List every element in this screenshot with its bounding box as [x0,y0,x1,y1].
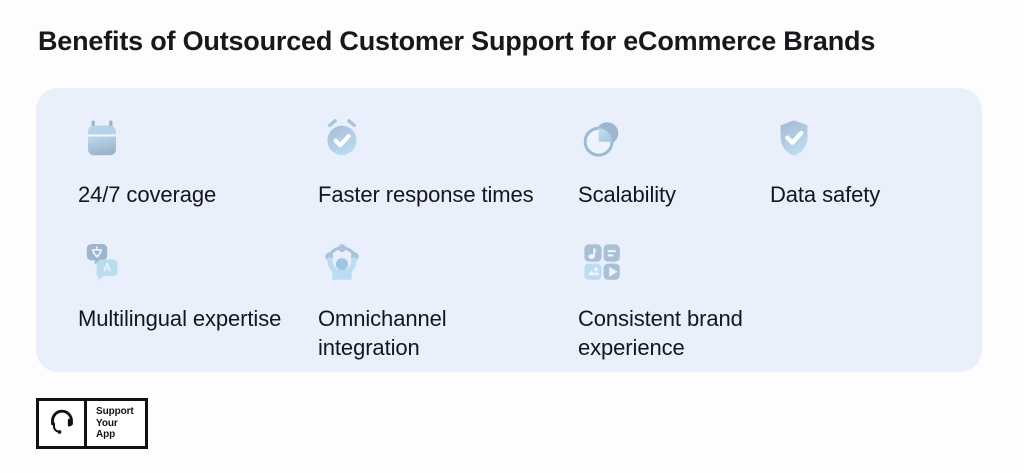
media-tiles-grid-icon [578,238,626,286]
logo-mark-cell [39,401,87,446]
logo-wordmark: Support Your App [87,401,145,446]
logo-line-3: App [96,429,116,441]
benefit-item-data-safety: Data safety [770,114,960,209]
benefit-item-multilingual-expertise: A Multilingual expertise [78,238,293,333]
benefit-item-scalability: Scalability [578,114,793,209]
shield-check-icon [770,114,818,162]
support-your-app-logo[interactable]: Support Your App [36,398,148,449]
benefit-label: 24/7 coverage [78,182,217,207]
benefit-label: Consistent brand experience [578,306,743,360]
logo-line-1: Support [96,406,134,418]
benefit-label: Data safety [770,182,881,207]
svg-text:A: A [103,263,111,275]
benefits-panel: 24/7 coverage Faster res [36,88,982,372]
benefit-label: Multilingual expertise [78,306,282,331]
benefit-label: Scalability [578,182,676,207]
benefit-label: Faster response times [318,182,534,207]
benefit-item-omnichannel-integration: Omnichannel integration [318,238,543,362]
calendar-icon [78,114,126,162]
page-title: Benefits of Outsourced Customer Support … [38,26,876,56]
translate-bubbles-icon: A [78,238,126,286]
overlapping-pie-circles-icon [578,114,626,162]
headset-icon [47,406,77,441]
network-person-icon [318,238,366,286]
benefit-item-consistent-brand-experience: Consistent brand experience [578,238,793,362]
benefit-item-24-7-coverage: 24/7 coverage [78,114,293,209]
benefit-label: Omnichannel integration [318,306,447,360]
alarm-clock-check-icon [318,114,366,162]
logo-line-2: Your [96,417,118,429]
benefit-item-faster-response-times: Faster response times [318,114,543,209]
